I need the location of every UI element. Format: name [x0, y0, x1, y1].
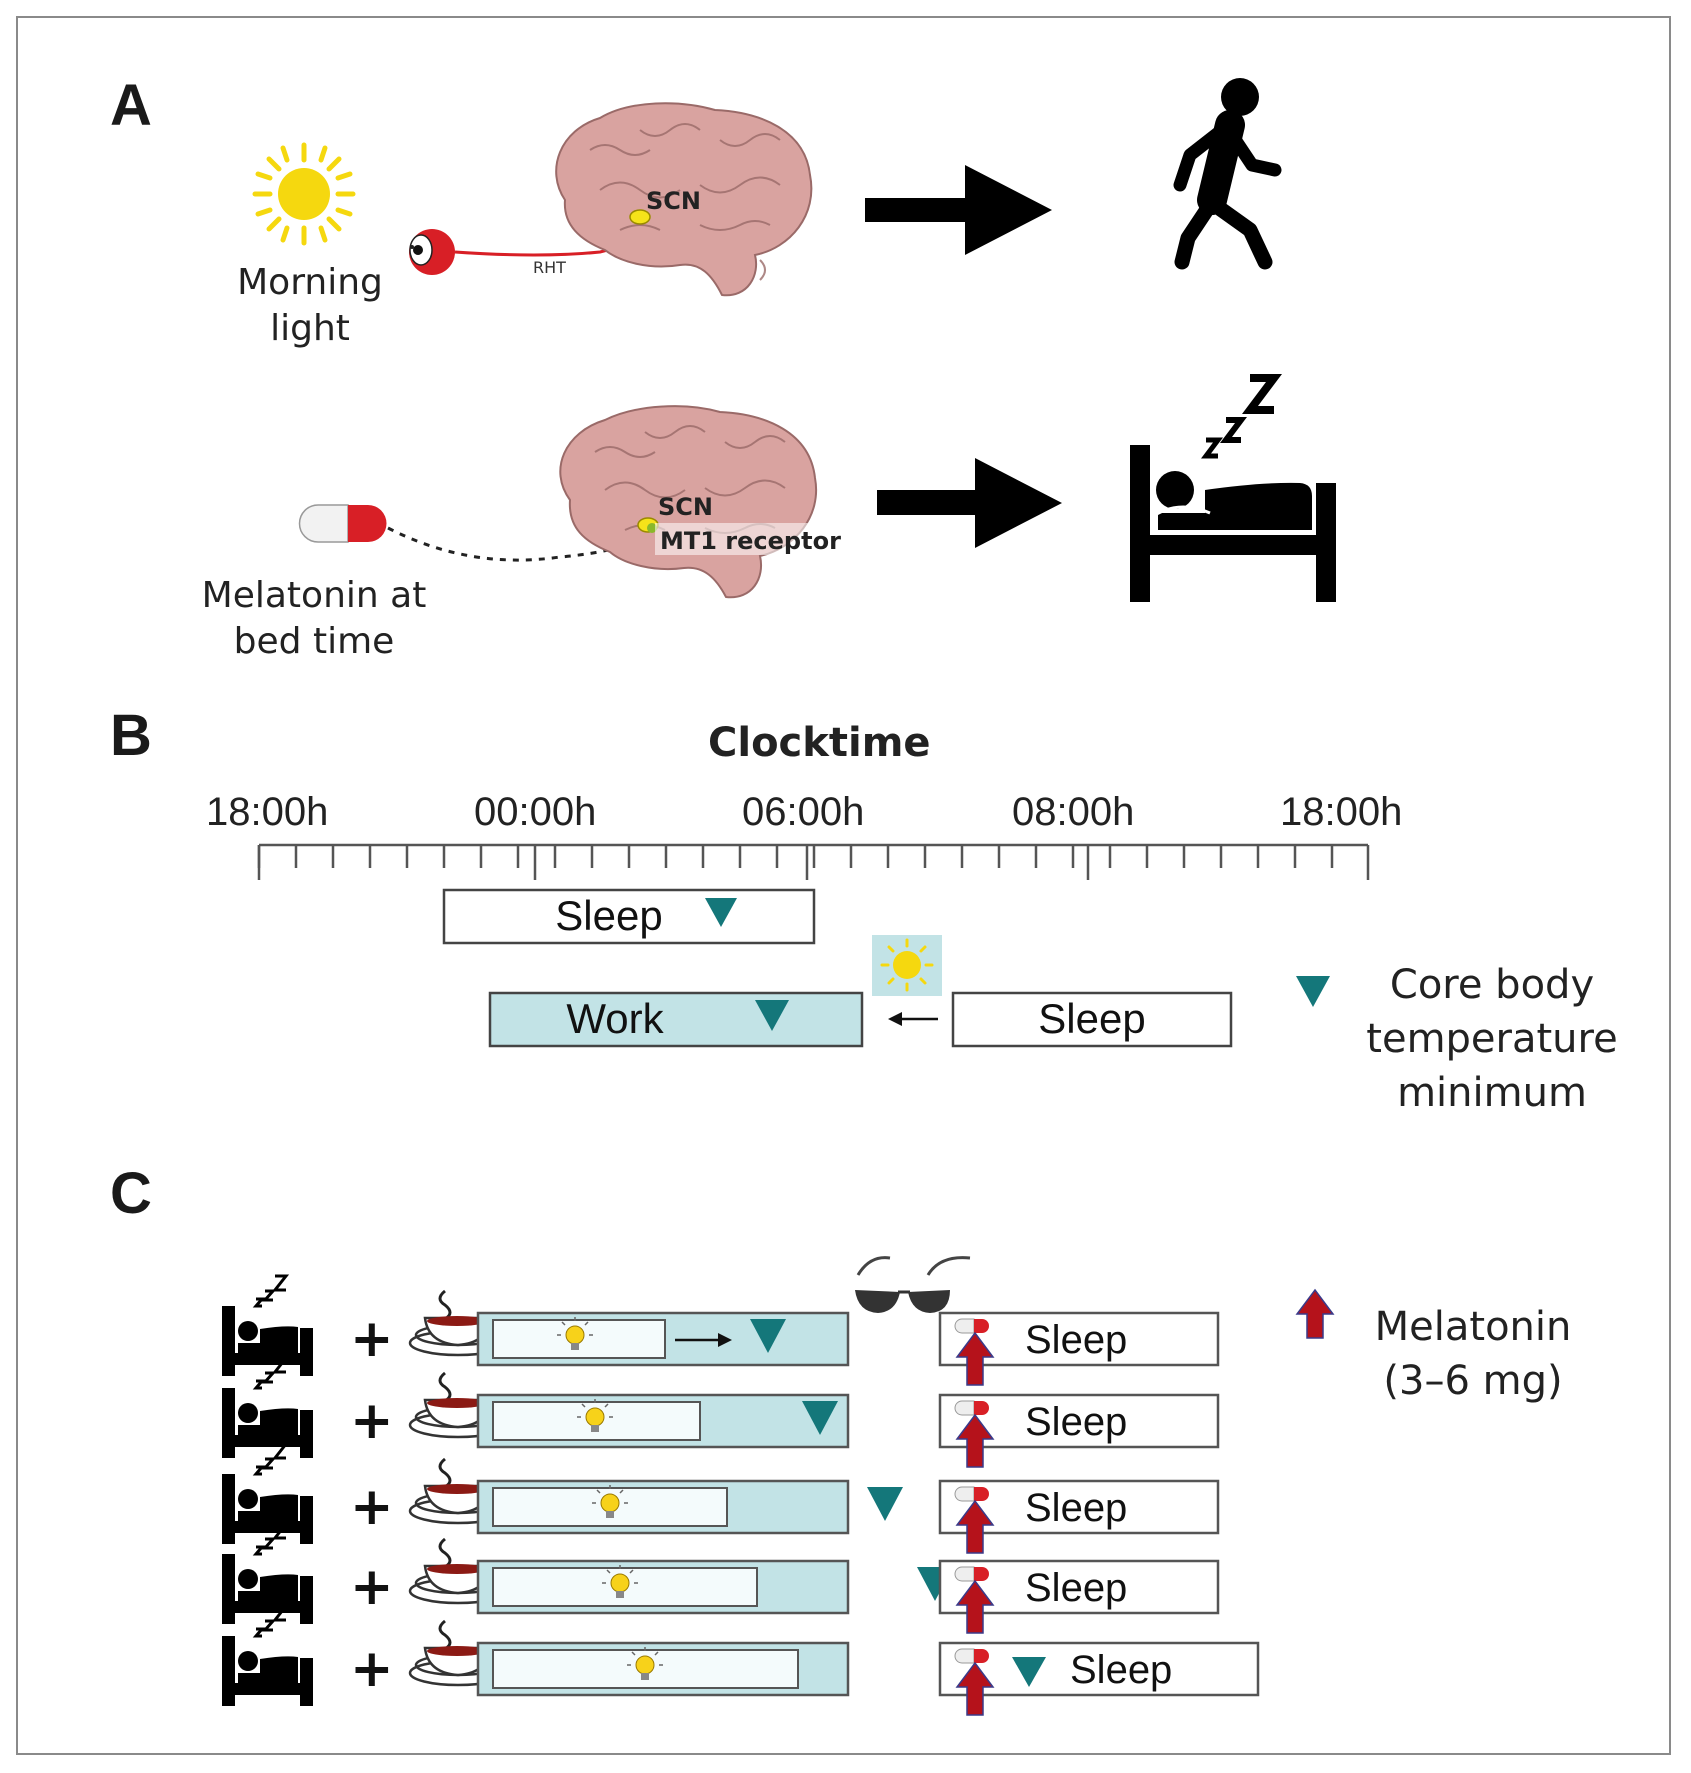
morning-light-label: Morning light	[237, 262, 383, 349]
rht-label: RHT	[533, 258, 566, 277]
panel-b-letter: B	[110, 703, 152, 768]
sleep-bar-top	[442, 888, 816, 945]
sleep-bar-label: Sleep	[1070, 1648, 1172, 1692]
pill-small-icon	[954, 1318, 989, 1334]
bed-icon	[222, 1388, 313, 1458]
brain-top-icon	[555, 102, 813, 297]
arrow-right-bottom-icon	[877, 458, 1062, 548]
sun-small-icon	[880, 938, 934, 992]
plus-sign: +	[350, 1639, 394, 1699]
melatonin-arrow-icon	[955, 1331, 995, 1386]
coffee-cup-icon	[408, 1537, 508, 1605]
light-bulb-icon	[602, 1565, 638, 1598]
tick-label-3: 08:00h	[1012, 790, 1135, 834]
melatonin-arrow-icon	[955, 1579, 995, 1634]
sleep-bar-label: Sleep	[1025, 1400, 1127, 1444]
shift-row: + Sleep	[222, 1442, 1220, 1554]
sun-icon	[252, 142, 356, 246]
sleep-bar-label: Sleep	[1025, 1566, 1127, 1610]
light-bulb-icon	[577, 1399, 613, 1432]
light-bulb-icon	[592, 1485, 628, 1518]
melatonin-bedtime-label: Melatonin at bed time	[201, 575, 427, 662]
arrow-right-top-icon	[865, 165, 1052, 255]
pill-small-icon	[954, 1486, 989, 1502]
legend-melatonin-arrow-icon	[1295, 1288, 1335, 1339]
pill-icon	[298, 504, 387, 543]
plus-sign: +	[350, 1477, 394, 1537]
sleep-bar-top-label: Sleep	[555, 892, 663, 939]
melatonin-arrow-icon	[955, 1661, 995, 1716]
coffee-cup-icon	[408, 1289, 508, 1357]
plus-sign: +	[350, 1391, 394, 1451]
arrow-right-small-icon	[718, 1333, 732, 1347]
zzz-small-icon	[252, 1522, 290, 1556]
tick-label-4: 18:00h	[1280, 790, 1403, 834]
walking-person-icon	[1173, 78, 1282, 270]
shift-row: + Sleep	[222, 1356, 1220, 1468]
zzz-small-icon	[252, 1604, 290, 1638]
sleep-bar-right-label: Sleep	[1038, 995, 1146, 1042]
plus-sign: +	[350, 1557, 394, 1617]
shift-row: + Sleep	[222, 1604, 1260, 1716]
sleep-bar-label: Sleep	[1025, 1486, 1127, 1530]
pill-small-icon	[954, 1648, 989, 1664]
plus-sign: +	[350, 1309, 394, 1369]
time-axis	[257, 843, 1370, 880]
pill-small-icon	[954, 1566, 989, 1582]
panel-c-letter: C	[110, 1161, 152, 1226]
bed-icon	[222, 1554, 313, 1624]
work-bar	[488, 991, 864, 1048]
mt1-label-backdrop	[655, 523, 825, 555]
pill-small-icon	[954, 1400, 989, 1416]
clocktime-title: Clocktime	[708, 720, 931, 766]
tick-label-2: 06:00h	[742, 790, 865, 834]
temp-min-marker-work	[755, 1000, 789, 1031]
temp-min-marker	[867, 1487, 903, 1521]
scn-bottom-label: SCN	[658, 493, 713, 521]
legend-temp-label: Core body temperature minimum	[1366, 962, 1618, 1116]
sleep-bar-right	[951, 991, 1233, 1048]
bed-icon	[222, 1474, 313, 1544]
work-bar-label: Work	[566, 995, 664, 1042]
zzz-small-icon	[252, 1356, 290, 1390]
melatonin-arrow-icon	[955, 1413, 995, 1468]
arrow-left-icon	[888, 1012, 938, 1026]
shift-row: + Sleep	[222, 1274, 1220, 1386]
melatonin-arrow-icon	[955, 1499, 995, 1554]
temp-min-marker	[1012, 1657, 1046, 1687]
shift-row: + Sleep	[222, 1522, 1220, 1634]
zzz-small-icon	[252, 1274, 290, 1308]
temp-min-marker	[750, 1319, 786, 1353]
mt1-receptor-label: MT1 receptor	[660, 527, 841, 555]
eye-icon	[409, 229, 455, 275]
temp-min-marker	[802, 1401, 838, 1435]
tick-label-0: 18:00h	[206, 790, 329, 834]
zzz-small-icon	[252, 1442, 290, 1476]
legend-melatonin-label: Melatonin (3–6 mg)	[1374, 1304, 1572, 1404]
figure-frame	[16, 16, 1671, 1755]
temp-min-marker-sleep	[705, 898, 737, 927]
panel-a-letter: A	[110, 73, 152, 138]
legend-temp-marker	[1296, 976, 1330, 1007]
zzz-icon	[1201, 374, 1282, 459]
sleep-bar-label: Sleep	[1025, 1318, 1127, 1362]
bed-sleeping-icon	[1130, 445, 1336, 602]
tick-label-1: 00:00h	[474, 790, 597, 834]
sunglasses-icon	[855, 1256, 971, 1313]
light-bulb-icon	[627, 1647, 663, 1680]
scn-top-label: SCN	[646, 187, 701, 215]
bed-icon	[222, 1306, 313, 1376]
bed-icon	[222, 1636, 313, 1706]
light-bulb-icon	[557, 1317, 593, 1350]
